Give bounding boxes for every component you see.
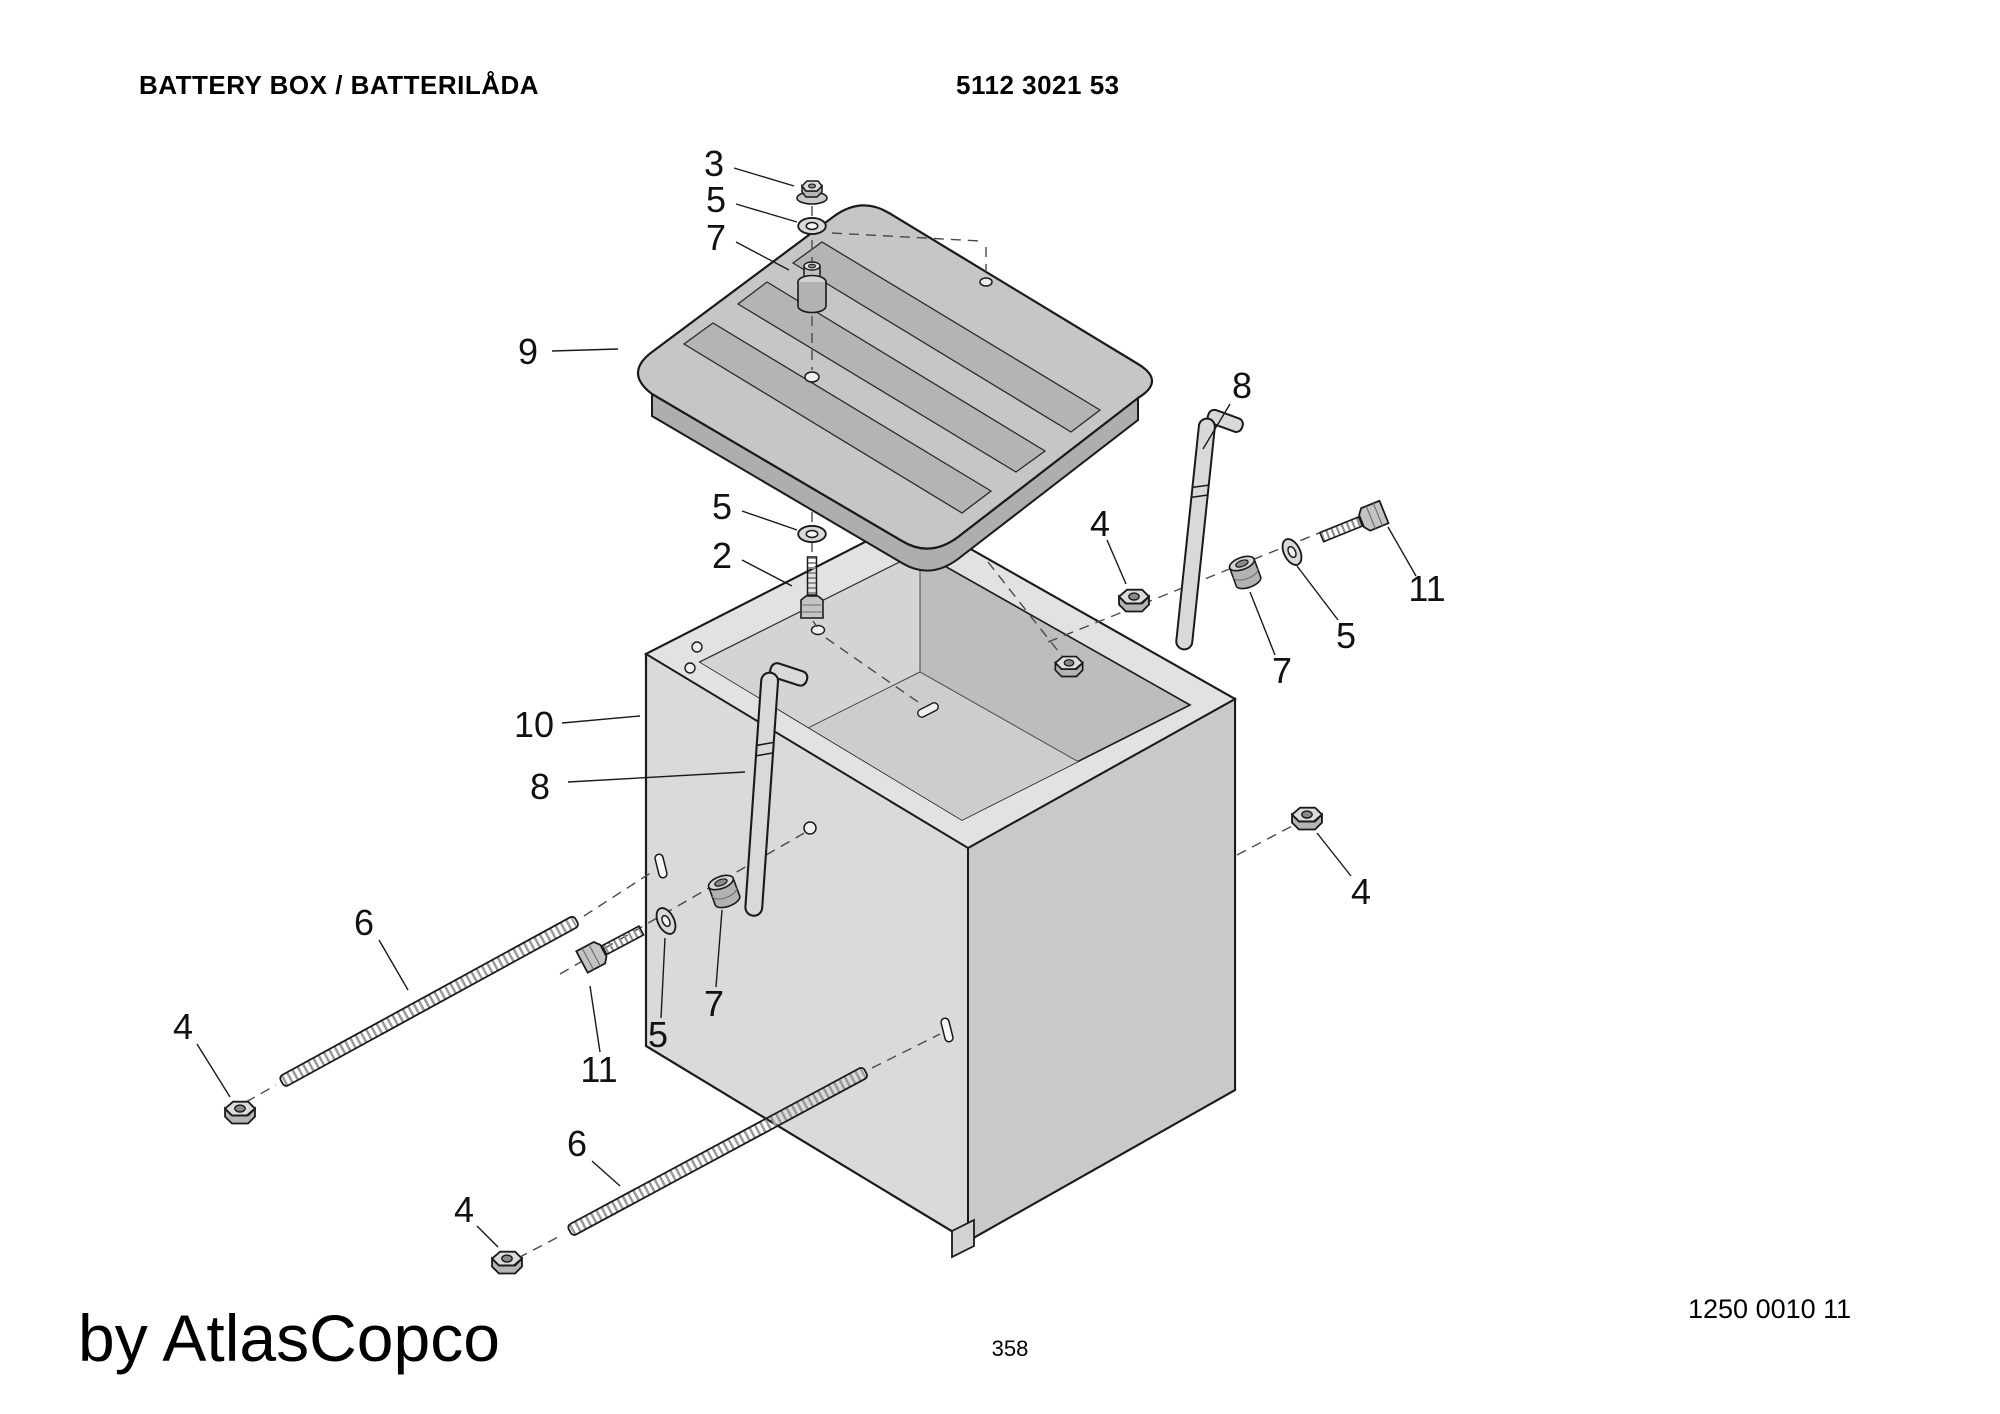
- flange-hole: [684, 662, 696, 674]
- callout-part-3: 3: [703, 143, 725, 184]
- callout-part-5: 5: [647, 1014, 669, 1055]
- callout-part-6: 6: [353, 902, 375, 943]
- callout-part-4: 4: [1350, 871, 1372, 912]
- side-hole: [803, 821, 817, 835]
- bottom-tab: [951, 1218, 975, 1259]
- callout-part-10: 10: [513, 704, 555, 745]
- nut-part-4: [1118, 588, 1150, 613]
- callout-part-7: 7: [1271, 650, 1293, 691]
- flange-hole: [691, 641, 703, 653]
- rod-slot-front: [940, 1017, 954, 1043]
- callout-part-4: 4: [1089, 503, 1111, 544]
- callout-part-8: 8: [1231, 365, 1253, 406]
- battery-box-body: [643, 515, 1238, 1259]
- bolt-hole: [810, 624, 826, 636]
- callout-part-5: 5: [1335, 615, 1357, 656]
- document-number: 1250 0010 11: [1688, 1294, 1852, 1324]
- page-number: 358: [991, 1336, 1029, 1361]
- callout-part-7: 7: [705, 217, 727, 258]
- callout-part-4: 4: [453, 1189, 475, 1230]
- battery-lid: [636, 204, 1154, 572]
- callout-part-4: 4: [172, 1006, 194, 1047]
- interior-weld-nut: [1054, 655, 1084, 678]
- callout-part-5: 5: [711, 486, 733, 527]
- page-title: BATTERY BOX / BATTERILÅDA: [139, 70, 540, 100]
- callout-part-11: 11: [580, 1049, 618, 1090]
- lid-hole: [804, 371, 820, 383]
- leader-lines: [196, 167, 1417, 1248]
- callout-part-2: 2: [711, 535, 733, 576]
- callout-part-11: 11: [1408, 568, 1446, 609]
- nut-part-4: [224, 1100, 256, 1125]
- callout-part-8: 8: [529, 766, 551, 807]
- brand-text: by AtlasCopco: [78, 1301, 500, 1375]
- lid-hole: [979, 277, 993, 287]
- rod-slot-left: [654, 853, 668, 879]
- nut-part-3: [796, 180, 828, 205]
- callout-part-6: 6: [566, 1123, 588, 1164]
- floor-slot: [917, 702, 939, 718]
- part-number: 5112 3021 53: [956, 70, 1120, 100]
- nut-part-4: [1291, 806, 1323, 831]
- nut-part-4: [491, 1250, 523, 1275]
- washer-part-5: [797, 217, 827, 235]
- washer-part-5: [797, 525, 827, 543]
- callout-part-5: 5: [705, 179, 727, 220]
- callout-part-9: 9: [517, 331, 539, 372]
- callout-part-7: 7: [703, 983, 725, 1024]
